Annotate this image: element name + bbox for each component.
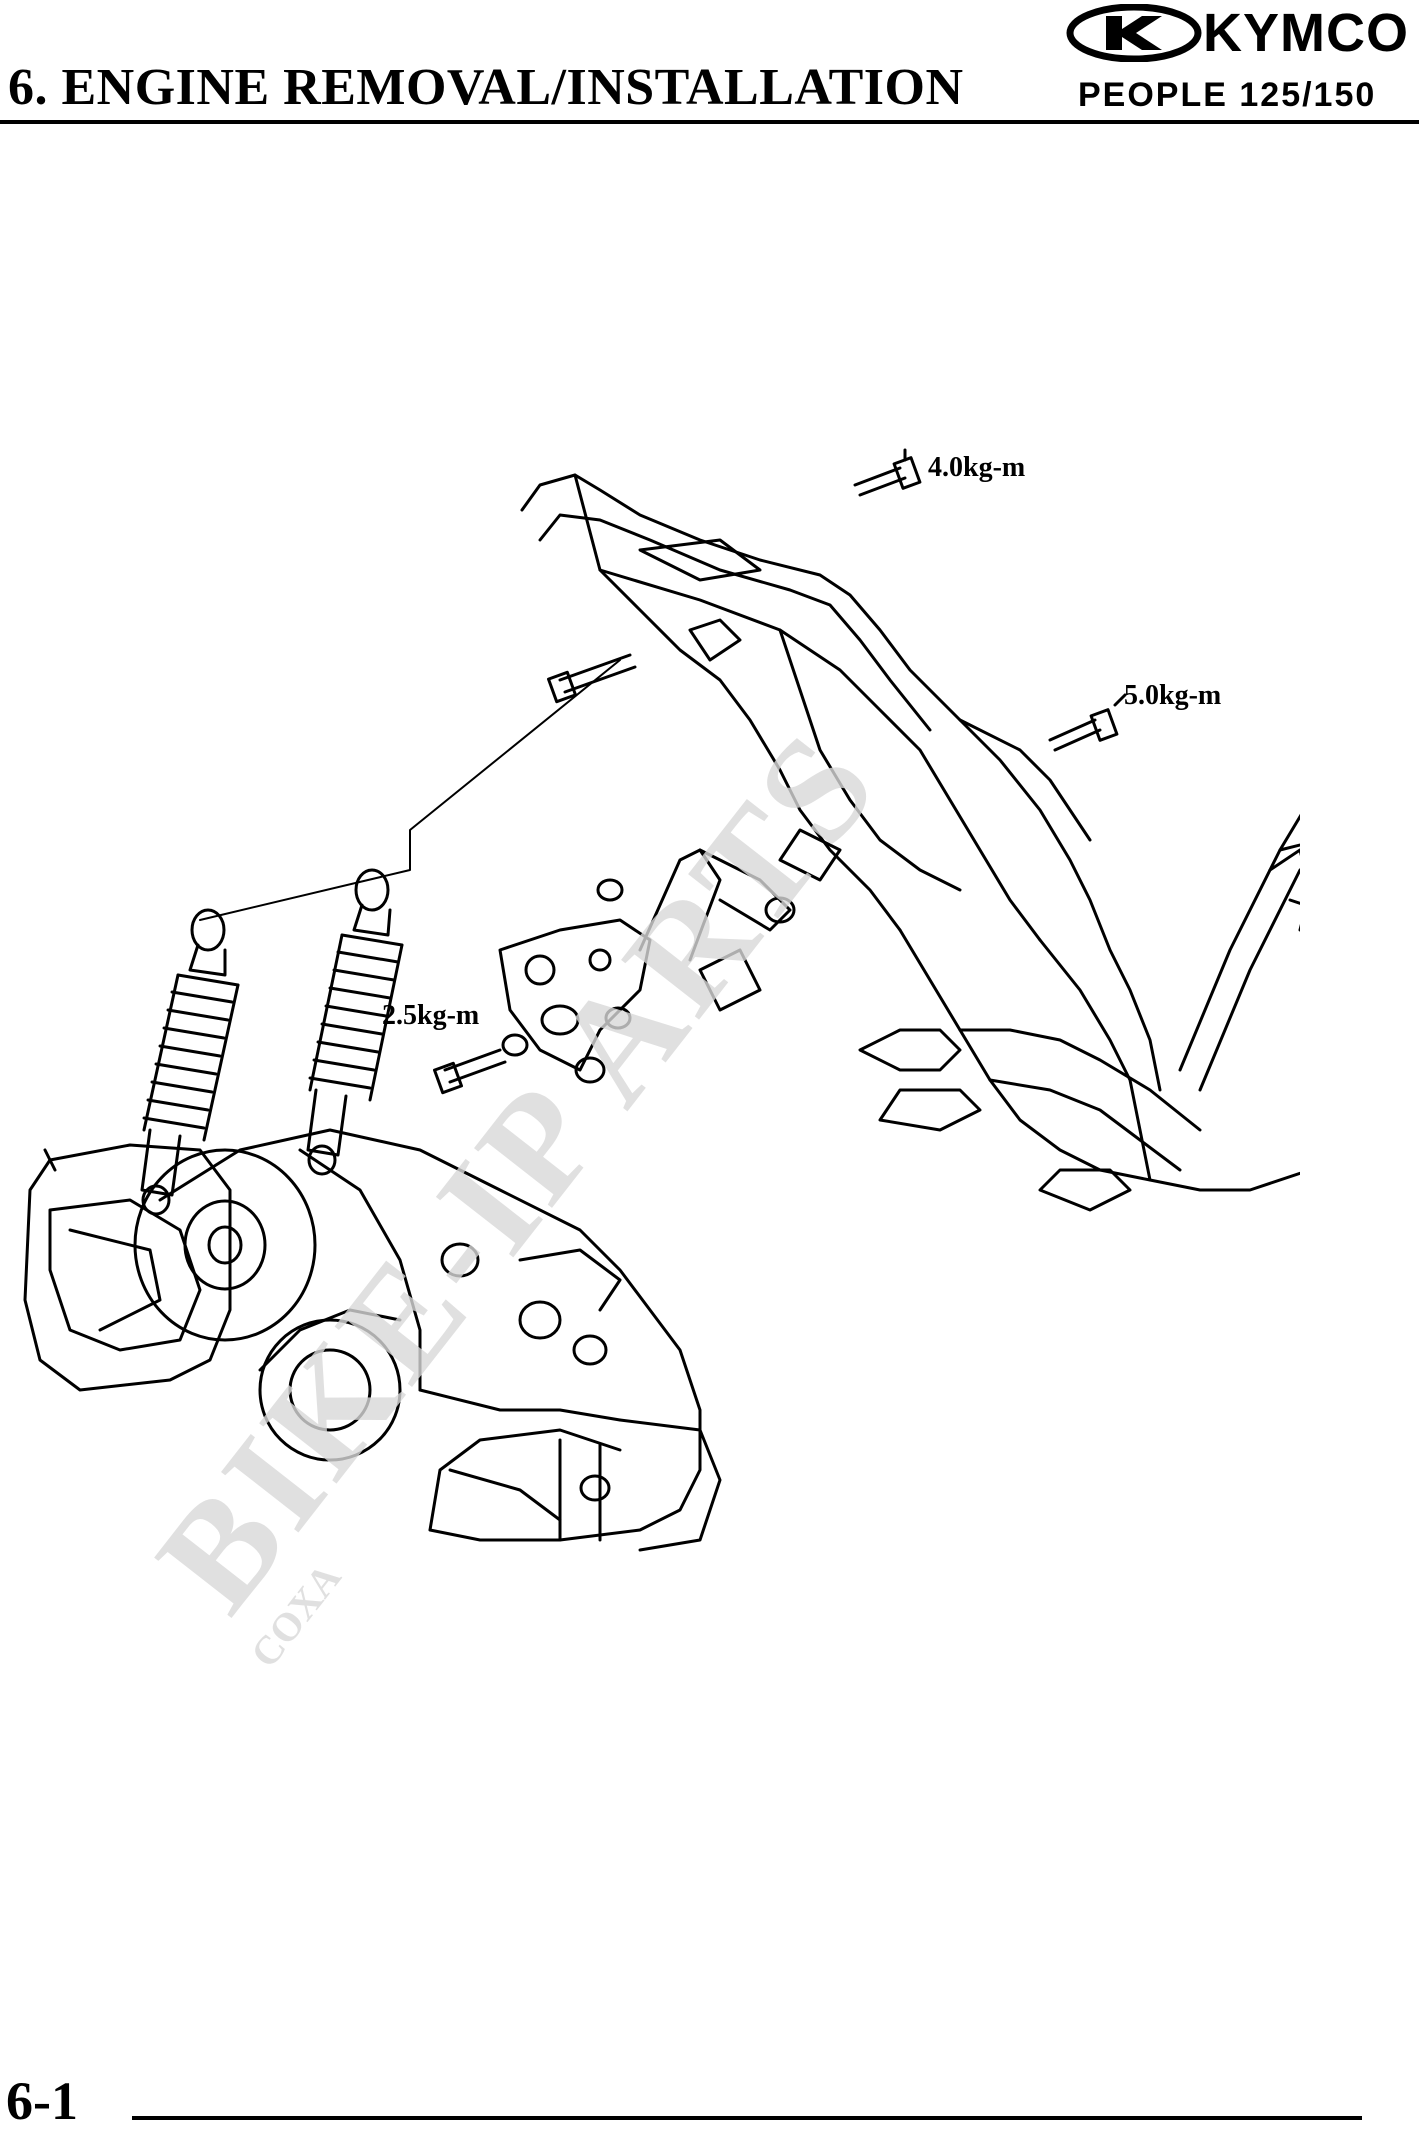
engine-exploded-diagram (23, 448, 1300, 1552)
torque-label-top-bolt: 4.0kg-m (928, 452, 1026, 483)
engine (23, 1128, 722, 1552)
brand-name: KYMCO (1203, 3, 1409, 63)
frame-bolt (1048, 693, 1127, 752)
leader-line (199, 659, 621, 921)
header-divider (0, 120, 1419, 124)
footer-divider (132, 2116, 1362, 2120)
shock-absorber-right (306, 868, 404, 1176)
hanger-bolt (432, 1033, 529, 1095)
engine-hanger (498, 848, 796, 1084)
shock-bolt (546, 653, 637, 704)
page-title: 6. ENGINE REMOVAL/INSTALLATION (8, 59, 964, 116)
frame (520, 473, 1300, 1212)
shock-absorber-left (140, 908, 240, 1216)
torque-label-frame-bolt: 5.0kg-m (1124, 680, 1222, 711)
top-bolt (853, 448, 922, 497)
model-name: PEOPLE 125/150 (1078, 76, 1377, 114)
page-number: 6-1 (6, 2071, 78, 2131)
kymco-logo (1066, 4, 1202, 62)
torque-label-hanger-bolt: 2.5kg-m (382, 1000, 480, 1031)
